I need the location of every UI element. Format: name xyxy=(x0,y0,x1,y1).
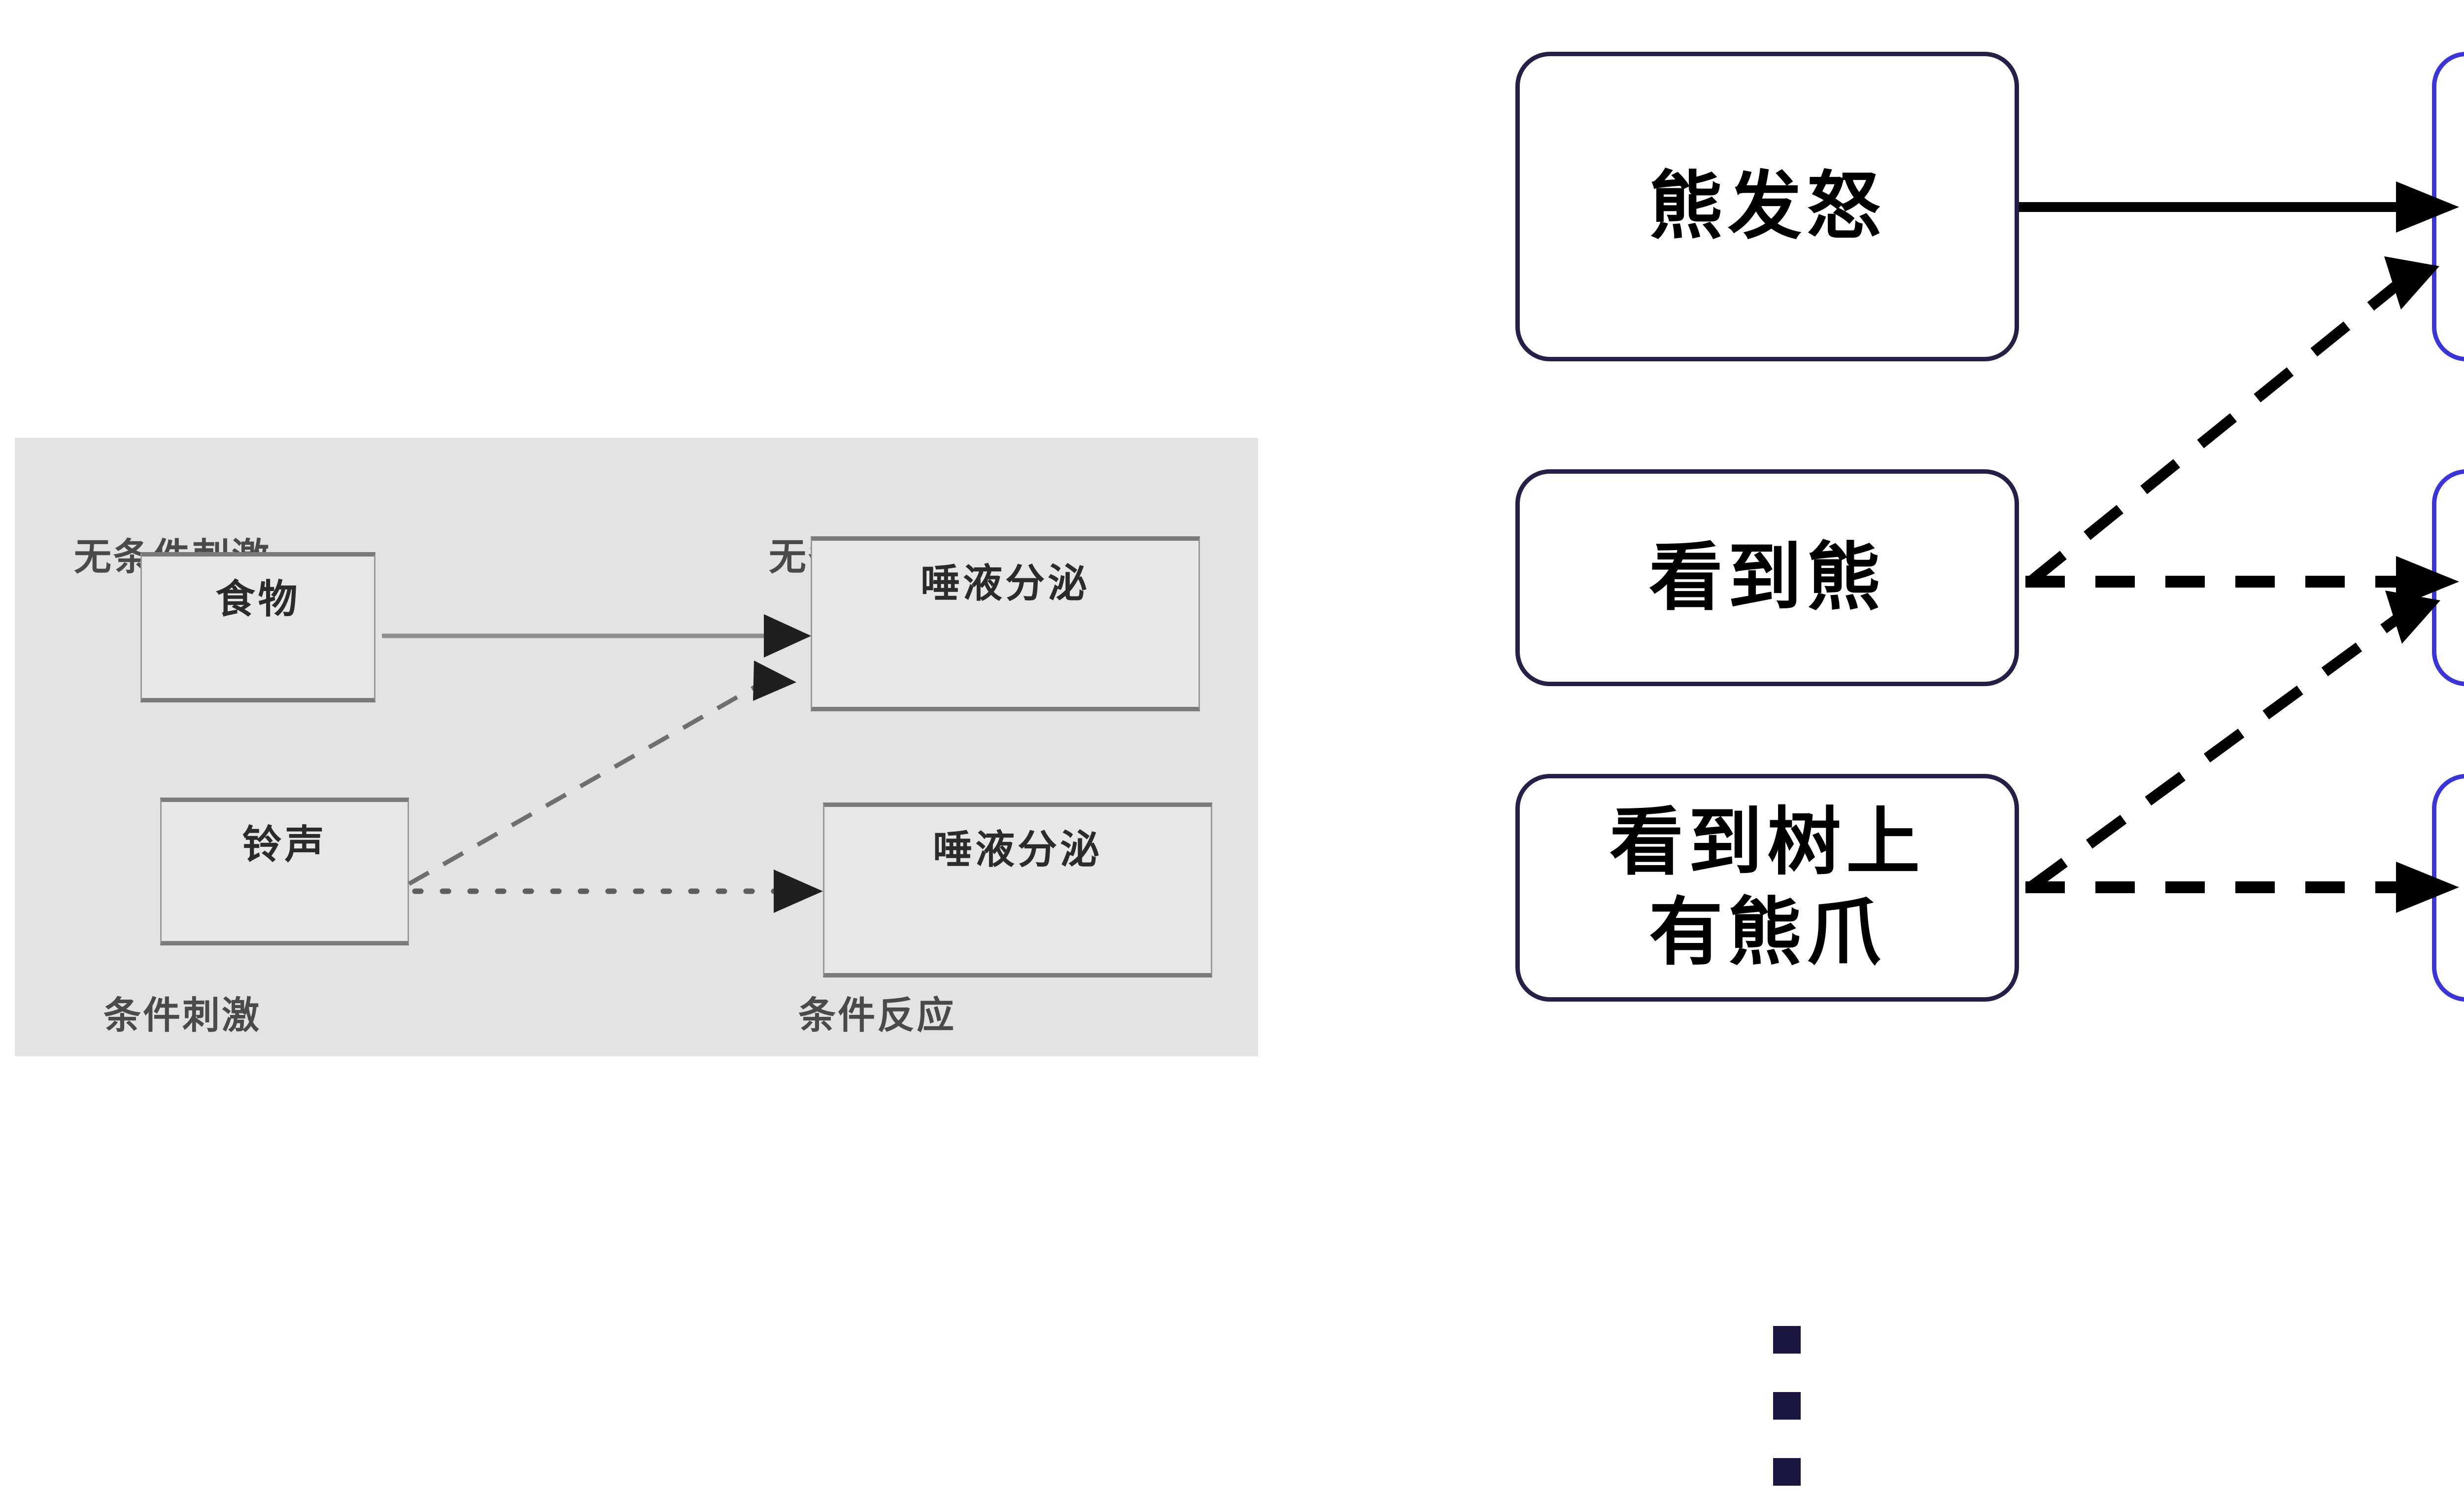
box-food-label: 食物 xyxy=(215,576,301,622)
arrow-see-bear-to-value-s-prime xyxy=(2025,556,2459,607)
box-salivation-top-label: 唾液分泌 xyxy=(921,560,1090,606)
arrow-bell-to-salivation-bottom xyxy=(412,870,823,913)
label-conditioned-response: 条件反应 xyxy=(798,993,956,1037)
classical-conditioning-panel: 无条件刺激 无条件反应 条件刺激 条件反应 食物 铃声 唾液分泌 唾液分泌 xyxy=(15,438,1258,1056)
ellipsis-dot xyxy=(1773,1326,1801,1354)
arrow-see-bear-claw-to-value-s-prime xyxy=(2027,591,2440,892)
box-bell-label: 铃声 xyxy=(242,822,327,868)
arrow-see-bear-to-reward xyxy=(2027,256,2439,586)
ellipsis-left-column xyxy=(1773,1326,1801,1486)
box-reward: 奖励 xyxy=(2432,52,2464,361)
box-salivation-bottom-label: 唾液分泌 xyxy=(933,827,1102,872)
box-value-s: V(s) xyxy=(2432,774,2464,1002)
box-salivation-conditioned: 唾液分泌 xyxy=(823,802,1212,977)
label-conditioned-stimulus: 条件刺激 xyxy=(103,993,261,1037)
classical-conditioning-arrows xyxy=(382,614,823,913)
box-see-bear-claw-label: 看到树上 有熊爪 xyxy=(1609,800,1925,976)
arrow-food-to-salivation xyxy=(382,614,811,658)
arrow-bell-to-salivation-top xyxy=(408,661,796,886)
box-value-s-prime: V(s′) xyxy=(2432,469,2464,686)
box-see-bear-claw: 看到树上 有熊爪 xyxy=(1515,774,2019,1002)
box-bell: 铃声 xyxy=(160,798,409,945)
box-food: 食物 xyxy=(140,552,376,702)
ellipsis-dot xyxy=(1773,1458,1801,1486)
arrow-see-bear-claw-to-value-s xyxy=(2025,862,2459,913)
box-see-bear: 看到熊 xyxy=(1515,469,2019,686)
box-salivation-unconditioned: 唾液分泌 xyxy=(811,536,1200,711)
box-bear-angry-label: 熊发怒 xyxy=(1648,163,1885,249)
box-bear-angry: 熊发怒 xyxy=(1515,52,2019,361)
ellipsis-dot xyxy=(1773,1392,1801,1420)
box-see-bear-label: 看到熊 xyxy=(1648,534,1885,621)
arrow-bear-angry-to-reward xyxy=(2019,181,2459,233)
